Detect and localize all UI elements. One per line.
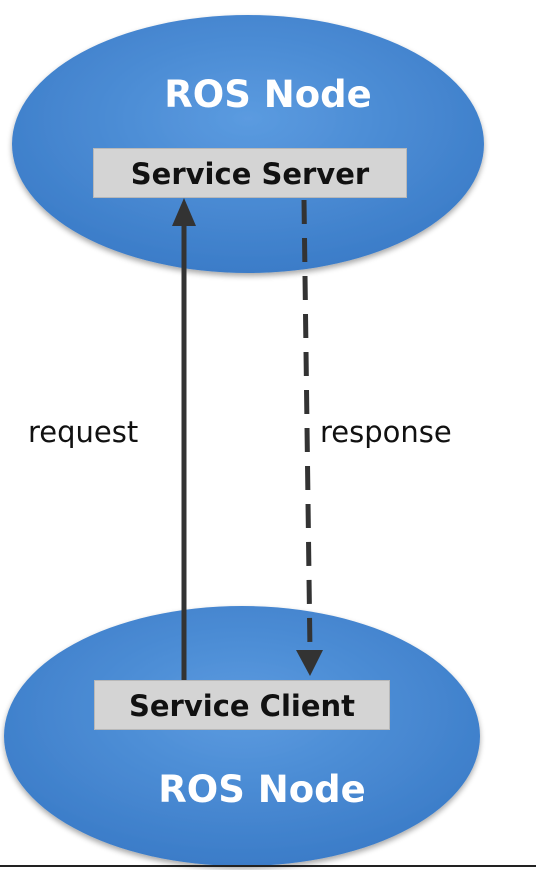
bottom-node-title: ROS Node (158, 768, 366, 811)
service-client-box: Service Client (94, 680, 390, 730)
request-label: request (28, 415, 139, 449)
response-label: response (320, 415, 452, 449)
response-arrowhead (296, 650, 323, 676)
service-server-box: Service Server (93, 148, 407, 198)
request-arrowhead (172, 198, 196, 226)
top-node-title: ROS Node (164, 73, 372, 116)
bottom-border-line (0, 865, 536, 867)
bottom-node-ellipse (4, 606, 480, 866)
top-node-ellipse (12, 15, 484, 273)
